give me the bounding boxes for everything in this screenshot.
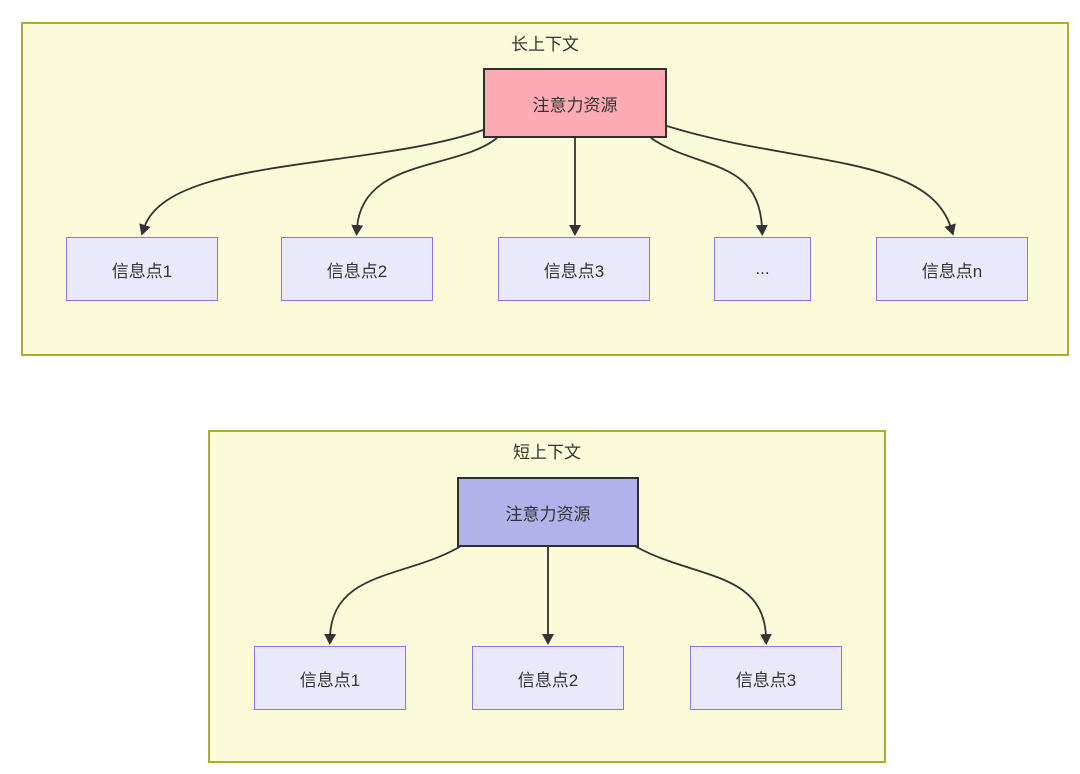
info-node-long-3: 信息点3 bbox=[498, 237, 650, 301]
info-node-long-ellipsis: ... bbox=[714, 237, 811, 301]
info-node-long-n: 信息点n bbox=[876, 237, 1028, 301]
panel-short-context-title: 短上下文 bbox=[513, 443, 581, 462]
attention-node-short: 注意力资源 bbox=[457, 477, 639, 547]
info-node-long-2: 信息点2 bbox=[281, 237, 433, 301]
info-node-short-2: 信息点2 bbox=[472, 646, 624, 710]
panel-long-context-title: 长上下文 bbox=[511, 35, 579, 54]
info-node-short-1: 信息点1 bbox=[254, 646, 406, 710]
info-node-short-3: 信息点3 bbox=[690, 646, 842, 710]
info-node-long-1: 信息点1 bbox=[66, 237, 218, 301]
attention-node-long: 注意力资源 bbox=[483, 68, 667, 138]
